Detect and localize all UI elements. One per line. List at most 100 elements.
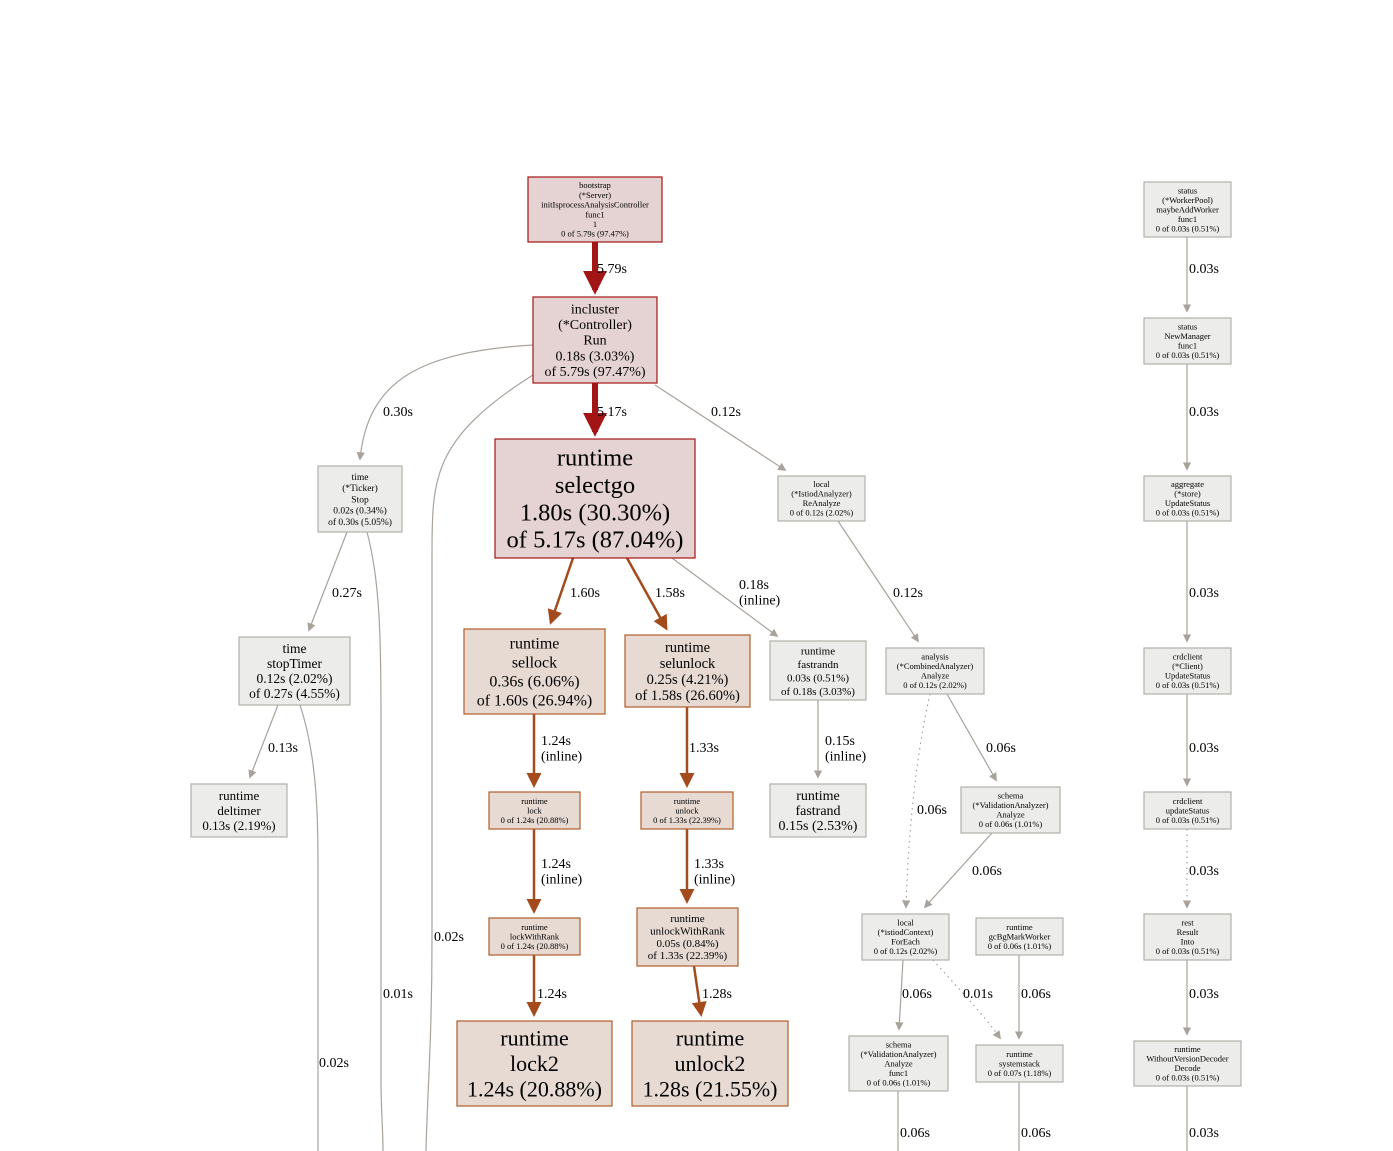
node-label: runtime	[219, 788, 260, 803]
edge-line	[654, 384, 787, 471]
node-label: (*Server)	[579, 190, 611, 200]
node-label: unlock	[675, 805, 699, 815]
edge-line	[946, 693, 997, 782]
e-aggregate-crdupdate: 0.03s	[1182, 521, 1219, 643]
node-label: runtime	[521, 796, 548, 806]
edge-label: (inline)	[694, 873, 736, 888]
node-validationfunc1[interactable]: schema(*ValidationAnalyzer)Analyzefunc10…	[848, 1035, 949, 1092]
e-foreach-func1: 0.06s	[895, 959, 932, 1031]
node-box	[885, 647, 985, 695]
node-bootstrap[interactable]: bootstrap(*Server)initIsprocessAnalysisC…	[527, 176, 663, 243]
node-label: status	[1178, 185, 1197, 195]
node-label: time	[283, 641, 307, 656]
node-label: status	[1178, 322, 1197, 332]
node-box	[960, 786, 1061, 834]
node-label: runtime	[1006, 1049, 1033, 1059]
node-label: bootstrap	[579, 180, 611, 190]
node-label: runtime	[510, 636, 560, 653]
node-label: schema	[998, 791, 1024, 801]
node-box	[848, 1035, 949, 1092]
e-validation-foreach: 0.06s	[923, 832, 1002, 909]
node-box	[456, 1020, 613, 1107]
node-label: sellock	[512, 655, 557, 672]
e-stoptimer-down: 0.02s	[299, 704, 349, 1151]
edge-label: 0.12s	[711, 405, 741, 420]
edge-label: 0.03s	[1189, 1126, 1219, 1141]
node-box	[494, 438, 696, 559]
edge-line	[671, 557, 779, 638]
edge-label: 0.06s	[902, 987, 932, 1002]
node-label: runtime	[801, 645, 835, 657]
node-box	[238, 636, 351, 706]
node-label: (*CombinedAnalyzer)	[897, 661, 974, 671]
edge-label: 5.17s	[597, 405, 627, 420]
node-label: Decode	[1175, 1063, 1201, 1073]
e-bootstrap-incluster: 5.79s	[583, 242, 627, 295]
edge-label: 0.03s	[1189, 405, 1219, 420]
e-systemstack-down: 0.06s	[1018, 1082, 1051, 1151]
node-label: Analyze	[884, 1058, 913, 1068]
node-label: runtime	[670, 913, 704, 925]
node-label: Into	[1181, 937, 1195, 947]
edge-label: 0.06s	[972, 864, 1002, 879]
e-withoutversion-down: 0.03s	[1186, 1086, 1219, 1151]
node-label: stopTimer	[267, 656, 323, 671]
node-label: (*IstiodAnalyzer)	[791, 489, 852, 499]
node-label: (*Controller)	[558, 318, 632, 333]
node-box	[463, 628, 606, 715]
e-combined-foreach: 0.06s	[902, 693, 947, 909]
node-label: aggregate	[1171, 479, 1204, 489]
e-incluster-selectgo: 5.17s	[583, 383, 627, 437]
e-reanalyze-combined: 0.12s	[837, 520, 923, 643]
node-label: (*Client)	[1172, 661, 1203, 671]
edge-label: 5.79s	[597, 262, 627, 277]
node-label: schema	[886, 1039, 912, 1049]
edge-label: 0.12s	[893, 586, 923, 601]
e-newmanager-aggregate: 0.03s	[1182, 364, 1219, 471]
edge-label: 1.24s	[541, 857, 571, 872]
edge-line	[837, 520, 919, 643]
node-workerpool[interactable]: status(*WorkerPool)maybeAddWorkerfunc10 …	[1143, 181, 1232, 238]
edge-line	[923, 832, 993, 909]
node-label: 0 of 0.03s (0.51%)	[1156, 350, 1220, 360]
node-box	[1143, 475, 1232, 522]
node-label: 0.02s (0.34%)	[333, 506, 387, 517]
node-box	[1143, 647, 1232, 695]
node-label: 0 of 0.12s (2.02%)	[790, 508, 854, 518]
edge-label: 1.28s	[702, 987, 732, 1002]
e-restinto-withoutversion: 0.03s	[1182, 960, 1219, 1036]
node-label: of 0.30s (5.05%)	[328, 517, 392, 528]
node-label: unlockWithRank	[650, 926, 725, 938]
edge-label: 0.03s	[1189, 741, 1219, 756]
node-label: 1	[593, 219, 597, 229]
e-selunlock-unlock: 1.33s	[679, 707, 719, 788]
